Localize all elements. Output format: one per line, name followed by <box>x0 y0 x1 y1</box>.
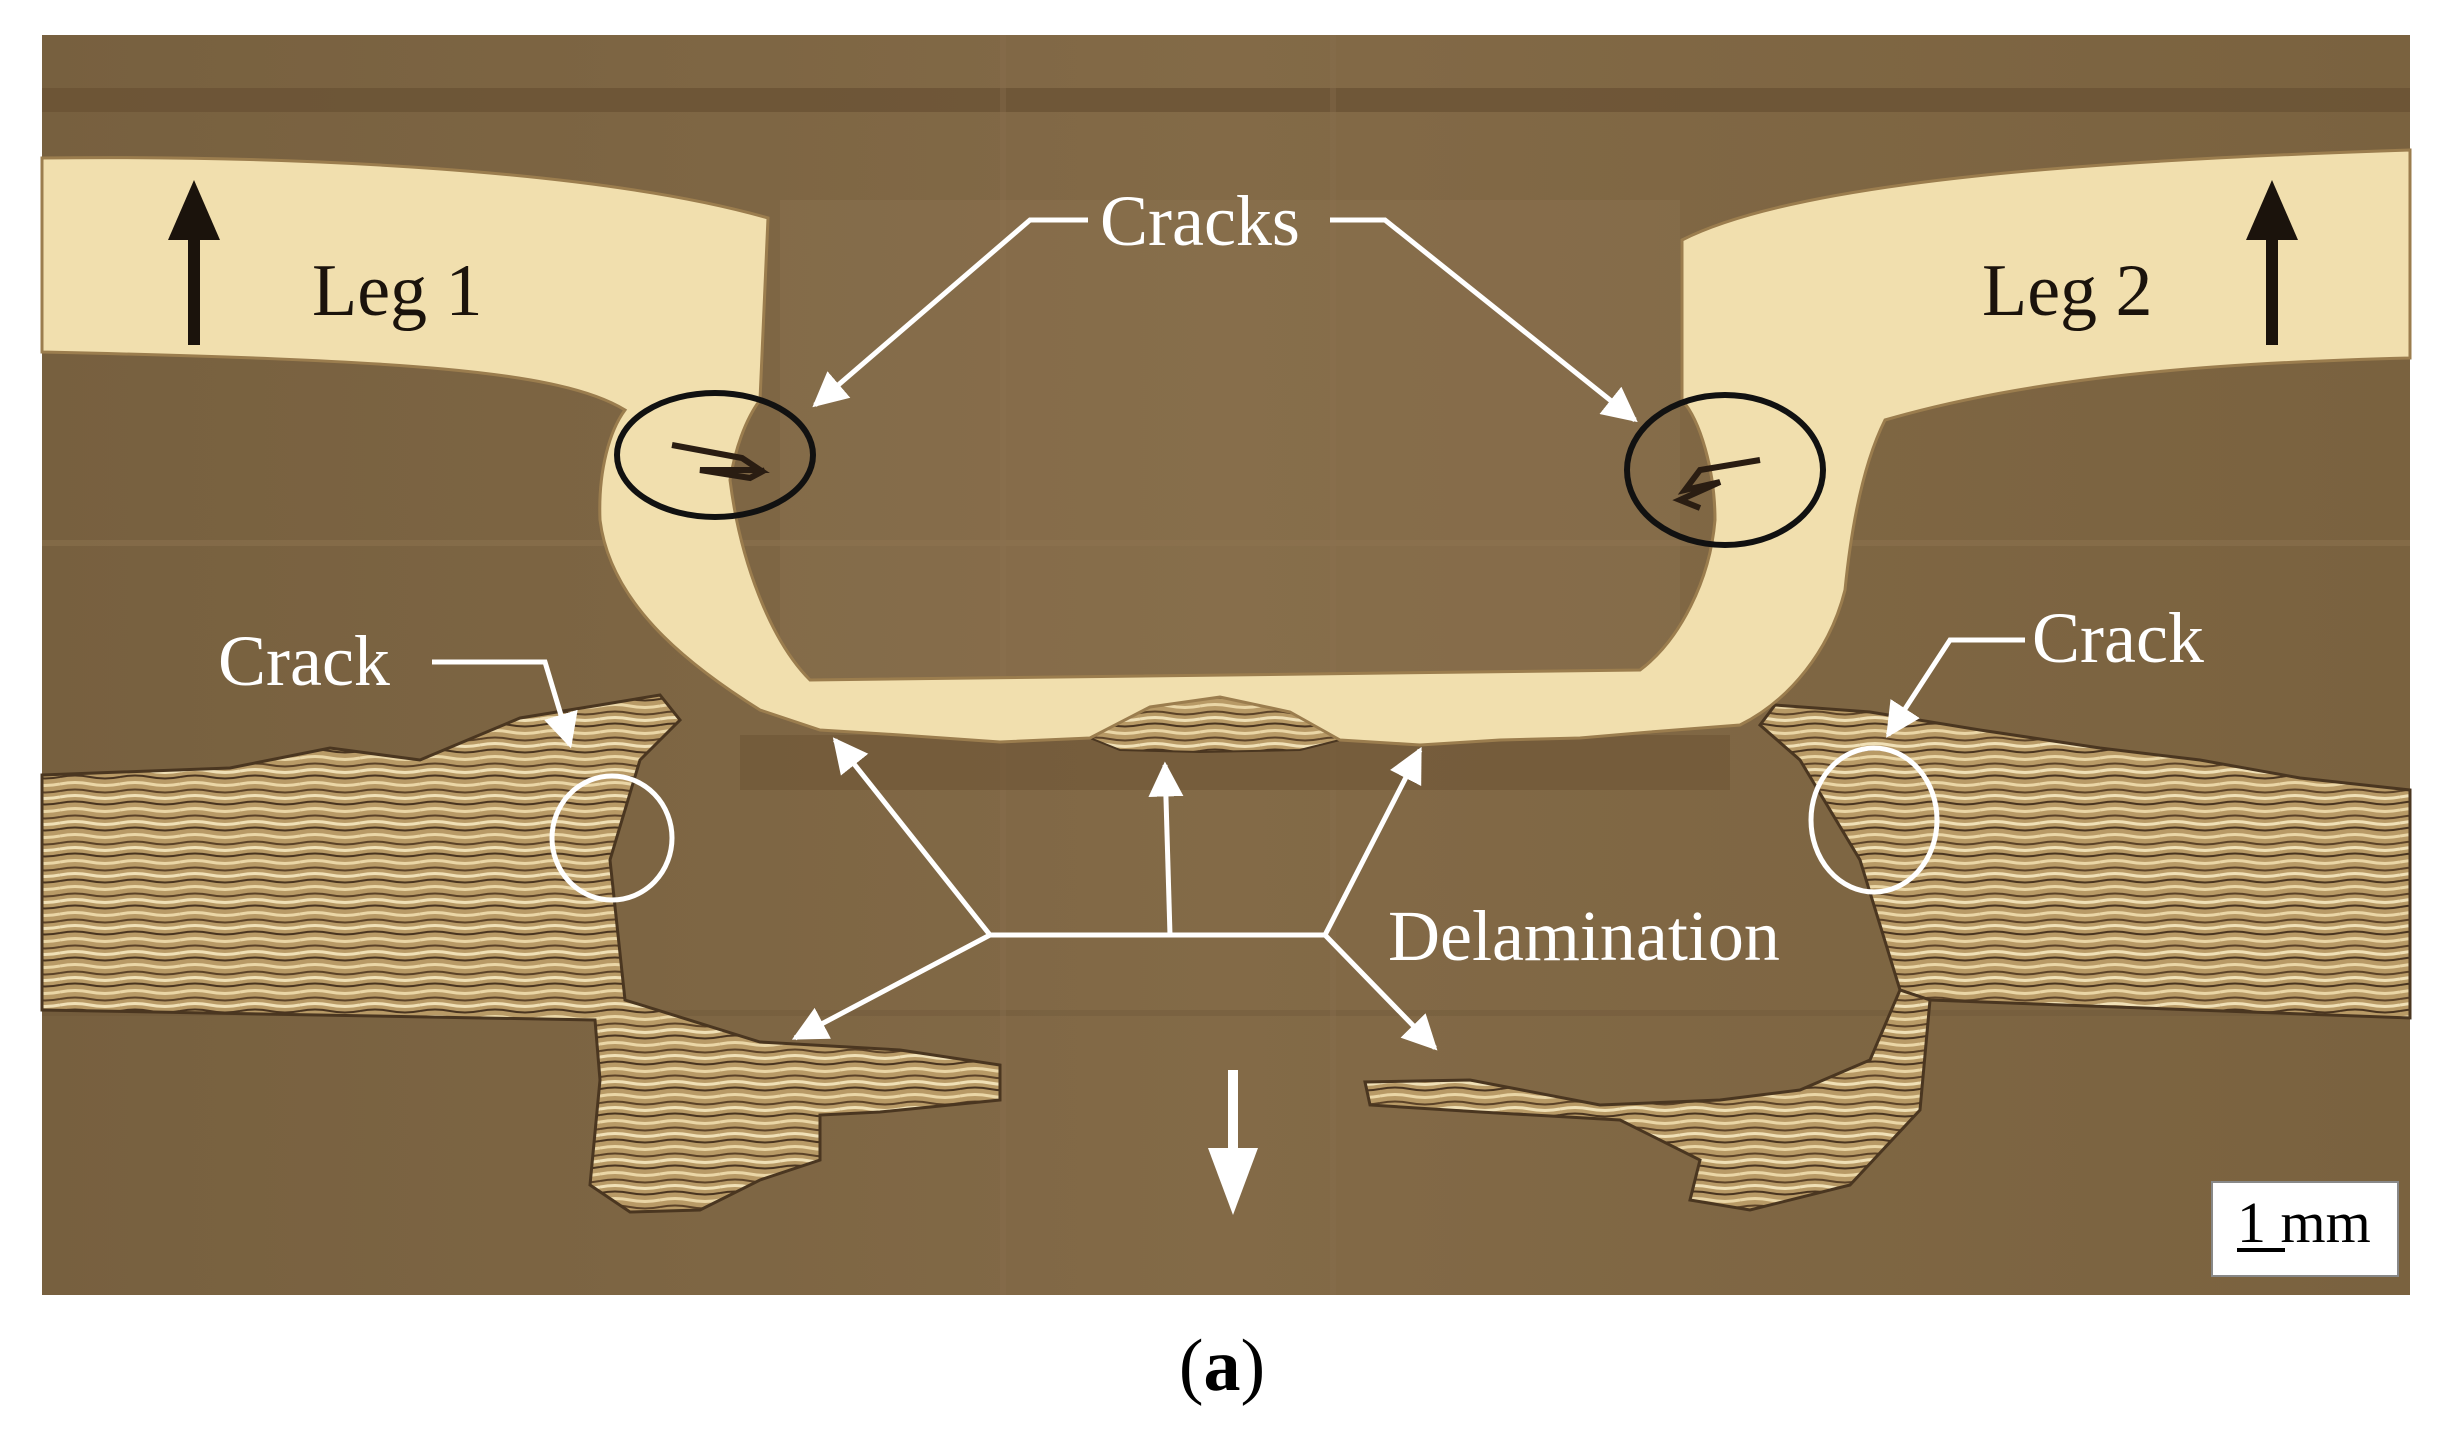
centre-light-patch <box>780 200 1680 680</box>
crack-notch-right <box>1672 457 1761 511</box>
tile-shade-2 <box>42 1010 2410 1016</box>
crack-circle-right-white <box>1808 745 1940 895</box>
label-cracks: Cracks <box>1100 181 1300 261</box>
figure-caption: (a) <box>1179 1325 1265 1407</box>
metal-insert <box>40 148 2412 747</box>
cracks-leader-right <box>1330 217 1638 423</box>
crack-circle-left-white <box>549 773 675 903</box>
crack-notch-left <box>671 442 770 482</box>
label-leg-2: Leg 2 <box>1982 250 2153 332</box>
crack-leader-left <box>432 659 578 749</box>
arrow-up-icon <box>2246 180 2298 345</box>
top-dark-band <box>42 88 2410 112</box>
label-crack-left: Crack <box>218 621 390 701</box>
arrow-down-icon <box>1208 1070 1258 1215</box>
delamination-arrow <box>1322 746 1423 937</box>
delamination-arrow <box>791 932 992 1041</box>
arrow-up-icon <box>168 180 220 345</box>
caption-close-paren: ) <box>1241 1325 1266 1407</box>
svg-text:1 mm: 1 mm <box>2237 1190 2371 1255</box>
crack-circle-right-black <box>1624 392 1826 548</box>
delamination-arrow <box>1323 933 1438 1051</box>
tile-shade-3 <box>1000 35 1006 1295</box>
label-crack-right: Crack <box>2032 598 2204 678</box>
tile-shade-1 <box>42 540 2410 546</box>
tile-shade-4 <box>1330 35 1336 1295</box>
scale-bar: 1 mm <box>2211 1181 2399 1277</box>
caption-open-paren: ( <box>1179 1325 1204 1407</box>
caption-letter: a <box>1204 1325 1241 1407</box>
composite-laminate-left <box>40 693 1002 1214</box>
label-leg-1: Leg 1 <box>312 250 483 332</box>
cracks-leader-left <box>812 217 1088 408</box>
crack-leader-right <box>1885 637 2025 738</box>
delamination-arrow <box>1148 761 1184 936</box>
delamination-arrow <box>832 737 992 937</box>
crack-circle-left-black <box>614 390 816 520</box>
label-delamination: Delamination <box>1388 896 1780 976</box>
composite-drop-right <box>1363 988 1932 1212</box>
